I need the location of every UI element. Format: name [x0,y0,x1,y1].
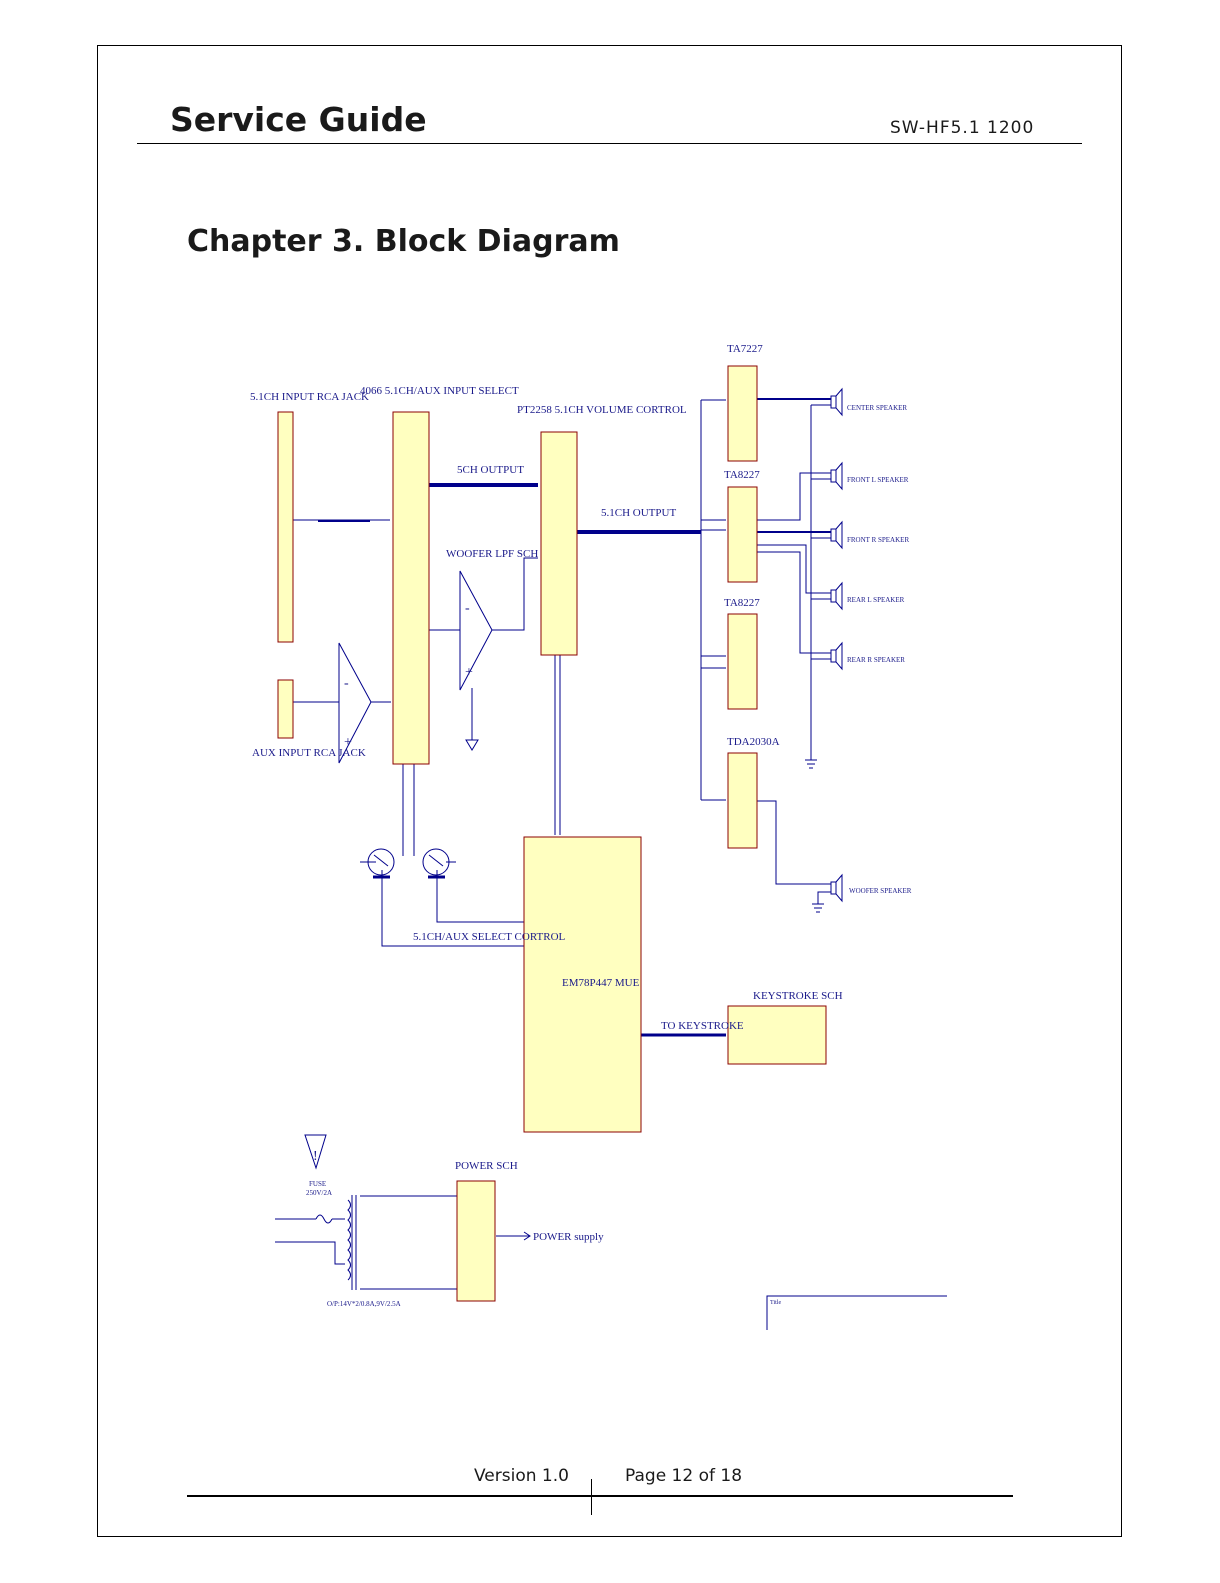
label-keystroke: KEYSTROKE SCH [753,990,843,1002]
label-rear-r-speaker: REAR R SPEAKER [847,656,905,664]
front-l-speaker-icon [830,461,843,491]
amp4-block [727,752,758,849]
label-front-l-speaker: FRONT L SPEAKER [847,476,909,484]
transistor-1-icon [367,848,395,876]
footer-rule [187,1495,1013,1497]
label-select-control: 5.1CH/AUX SELECT CORTROL [413,931,566,943]
label-5ch-output: 5CH OUTPUT [457,464,524,476]
label-power-supply: POWER supply [533,1231,604,1243]
woofer-speaker-icon [830,873,843,903]
center-speaker-icon [830,387,843,417]
lpf-opamp-plus: + [465,665,473,680]
volume-control-block [540,431,578,656]
footer-version: Version 1.0 [474,1466,569,1486]
keystroke-block [727,1005,827,1065]
aux-opamp [338,642,372,764]
label-amp1: TA7227 [727,343,763,355]
warning-mark: ! [313,1149,318,1164]
power-block [456,1180,496,1302]
header-rule [137,143,1082,144]
label-front-r-speaker: FRONT R SPEAKER [847,536,909,544]
label-fuse-rating: 250V/2A [306,1189,332,1197]
aux-opamp-minus: - [344,676,349,691]
page-frame [97,45,1122,1537]
label-fuse: FUSE [309,1180,326,1188]
label-input-jack: 5.1CH INPUT RCA JACK [250,391,369,403]
rear-r-speaker-icon [830,641,843,671]
label-to-keystroke: TO KEYSTROKE [661,1020,744,1032]
amp2-block [727,486,758,583]
label-title-block: Title [770,1300,781,1306]
mcu-block [523,836,642,1133]
label-mcu: EM78P447 MUE [562,977,640,989]
warning-icon [304,1134,327,1170]
aux-jack-block [277,679,294,739]
label-transformer: O/P:14V*2/0.8A,9V/2.5A [327,1300,401,1308]
label-rear-l-speaker: REAR L SPEAKER [847,596,905,604]
label-amp3: TA8227 [724,597,760,609]
footer-page: Page 12 of 18 [625,1466,743,1486]
amp3-block [727,613,758,710]
label-51ch-output: 5.1CH OUTPUT [601,507,676,519]
label-power-sch: POWER SCH [455,1160,518,1172]
header-model: SW-HF5.1 1200 [890,118,1035,138]
label-input-select: 4066 5.1CH/AUX INPUT SELECT [360,385,519,397]
chapter-title: Chapter 3. Block Diagram [187,224,620,259]
transistor-2-icon [422,848,450,876]
label-amp2: TA8227 [724,469,760,481]
front-r-speaker-icon [830,520,843,550]
rear-l-speaker-icon [830,581,843,611]
label-volume-control: PT2258 5.1CH VOLUME CORTROL [517,404,687,416]
label-center-speaker: CENTER SPEAKER [847,404,907,412]
lpf-opamp [459,570,493,691]
aux-opamp-plus: + [344,735,352,750]
input-select-block [392,411,430,765]
label-aux-jack: AUX INPUT RCA JACK [252,747,366,759]
footer-divider [591,1479,592,1515]
amp1-block [727,365,758,462]
lpf-opamp-minus: - [465,601,470,616]
input-jack-block [277,411,294,643]
header-title: Service Guide [170,100,427,139]
label-woofer-speaker: WOOFER SPEAKER [849,887,912,895]
label-woofer-lpf: WOOFER LPF SCH [446,548,538,560]
label-amp4: TDA2030A [727,736,780,748]
